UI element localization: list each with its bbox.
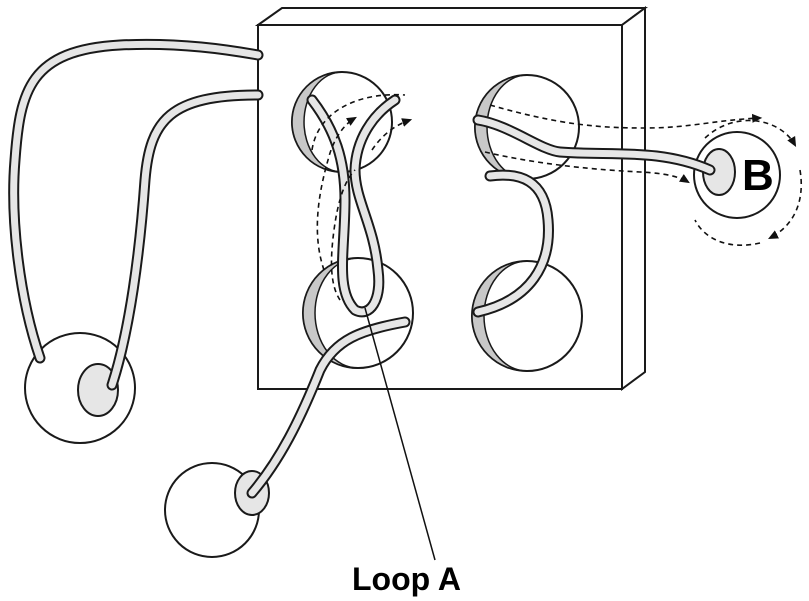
hole-bottom-right [471, 260, 583, 372]
arrow-loop-inner [330, 169, 356, 301]
ball-b [693, 131, 781, 219]
arrow-upper-to-b [489, 104, 763, 129]
rope [8, 38, 716, 499]
block-top-face [254, 7, 649, 26]
ball-bottom [164, 462, 270, 558]
arrow-arc-bottom [694, 219, 761, 247]
ball-left [24, 332, 136, 444]
arrow-loop-left [316, 116, 357, 271]
ball-b-label: B [742, 151, 774, 200]
arrow-loop-top [311, 93, 406, 151]
block-side-face [621, 6, 646, 391]
arrow-lower-to-b [484, 151, 690, 184]
dashed-arrows [311, 93, 802, 301]
loop-a-pointer [364, 307, 436, 561]
arrow-loop-right [371, 118, 413, 151]
loop-a-label: Loop A [352, 561, 461, 597]
arrow-arc-top [704, 119, 797, 147]
